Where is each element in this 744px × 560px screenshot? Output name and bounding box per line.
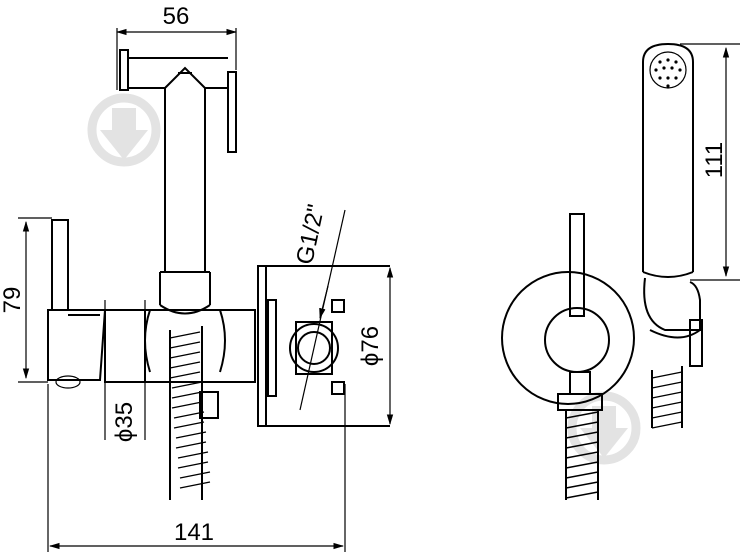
- watermark-logo-icon: [567, 391, 641, 465]
- watermark-logo-icon: [87, 93, 161, 167]
- dim-label-thread: G1/2": [291, 202, 330, 267]
- dim-label-flange-diameter: ϕ76: [357, 326, 384, 366]
- dim-label-head-height: 111: [701, 142, 728, 178]
- side-view: [18, 28, 394, 552]
- dim-label-bottom-width: 141: [174, 519, 214, 546]
- dim-label-left-height: 79: [0, 287, 26, 314]
- shower-spray-holes-icon: [649, 51, 687, 89]
- hose: [169, 326, 219, 500]
- dim-label-pipe-diameter: ϕ35: [111, 402, 138, 442]
- front-view: [501, 42, 740, 500]
- dim-label-top-width: 56: [163, 3, 190, 30]
- hose: [565, 366, 683, 500]
